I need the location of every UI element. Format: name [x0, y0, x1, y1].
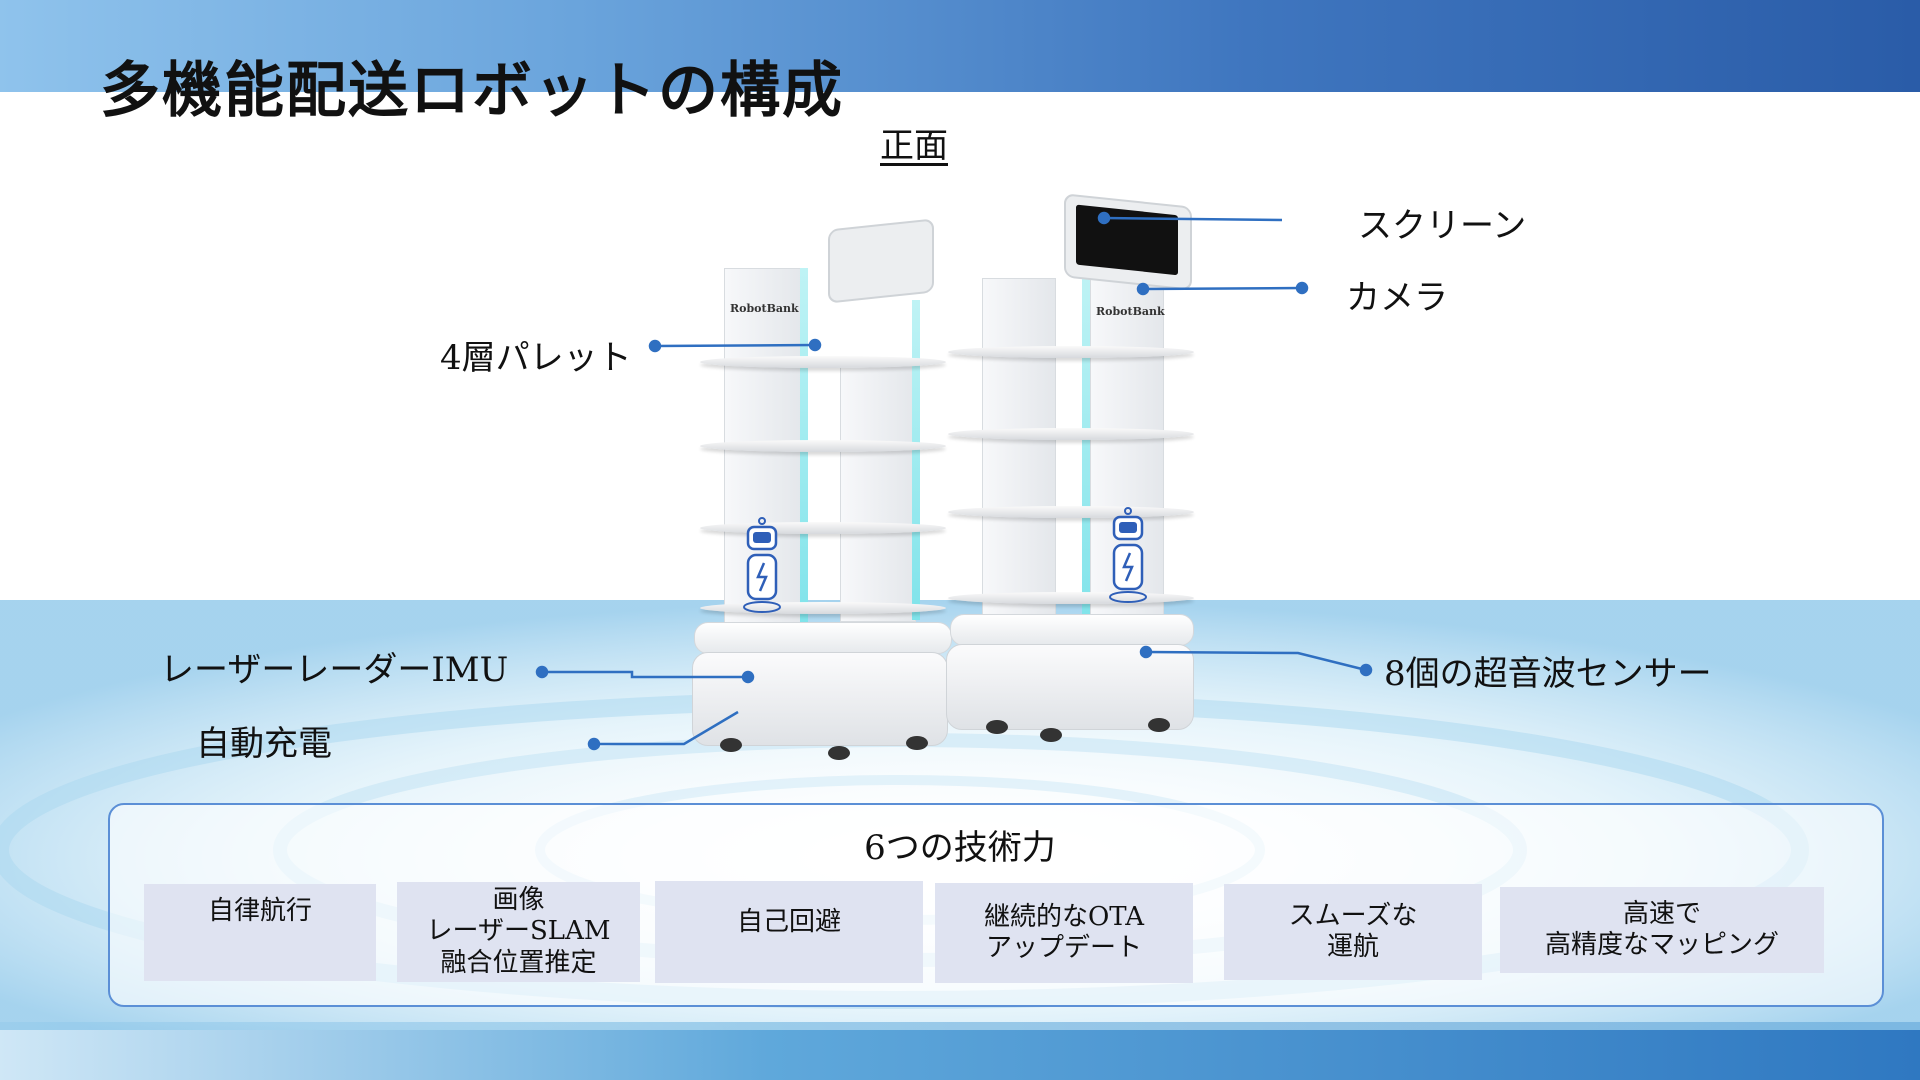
- robot-left-base: [692, 652, 948, 746]
- robot-right-tray-2: [948, 428, 1194, 440]
- tech-panel-title: 6つの技術力: [864, 828, 1056, 868]
- footer-band: [0, 1022, 1920, 1080]
- view-label: 正面: [880, 126, 948, 166]
- page-title: 多機能配送ロボットの構成: [100, 56, 844, 126]
- robot-right-screen: [1064, 193, 1192, 291]
- robot-right-base-top: [950, 614, 1194, 646]
- robot-right-mascot: [1104, 505, 1152, 605]
- robot-left-brand: RobotBank: [730, 302, 799, 315]
- tech-tile-fast-mapping: 高速で 高精度なマッピング: [1500, 887, 1824, 973]
- robot-left-tray-2: [700, 440, 946, 452]
- robot-right-wheel: [1148, 718, 1170, 732]
- robot-right-wheel: [1040, 728, 1062, 742]
- robot-left-wheel: [720, 738, 742, 752]
- robot-right-tray-3: [948, 506, 1194, 518]
- robot-left-wheel: [828, 746, 850, 760]
- tech-tile-obstacle-avoidance: 自己回避: [655, 881, 923, 983]
- callout-camera: カメラ: [1346, 278, 1448, 318]
- tech-tile-slam-localization: 画像 レーザーSLAM 融合位置推定: [397, 882, 640, 982]
- tech-tile-smooth-operation: スムーズな 運航: [1224, 884, 1482, 980]
- robot-left-screen-back: [828, 218, 934, 304]
- robot-right-brand: RobotBank: [1096, 305, 1165, 318]
- callout-screen: スクリーン: [1358, 206, 1527, 246]
- robot-left-back-glow-strip: [912, 300, 920, 620]
- callout-laser-imu: レーザーレーダーIMU: [160, 650, 509, 690]
- callout-pallet: 4層パレット: [440, 338, 632, 378]
- callout-auto-charging: 自動充電: [196, 724, 332, 764]
- robot-right-tray-1: [948, 346, 1194, 358]
- robot-left-mascot: [738, 515, 786, 615]
- robot-right-back-pillar: [982, 278, 1056, 620]
- robot-left-tray-1: [700, 356, 946, 368]
- robot-left-back-pillar: [840, 360, 916, 622]
- robot-left-tray-3: [700, 522, 946, 534]
- robot-left-wheel: [906, 736, 928, 750]
- callout-ultrasonic: 8個の超音波センサー: [1384, 654, 1712, 694]
- robot-left-base-top: [694, 622, 952, 654]
- robot-right-tray-4: [948, 592, 1194, 604]
- robot-right-screen-display: [1076, 204, 1178, 276]
- robot-right-glow-strip: [1082, 270, 1090, 630]
- header-band: [0, 0, 1920, 92]
- robot-right-wheel: [986, 720, 1008, 734]
- tech-tile-autonomous-navigation: 自律航行: [144, 884, 376, 981]
- robot-left-tray-4: [700, 602, 946, 614]
- tech-tile-ota-update: 継続的なOTA アップデート: [935, 883, 1193, 983]
